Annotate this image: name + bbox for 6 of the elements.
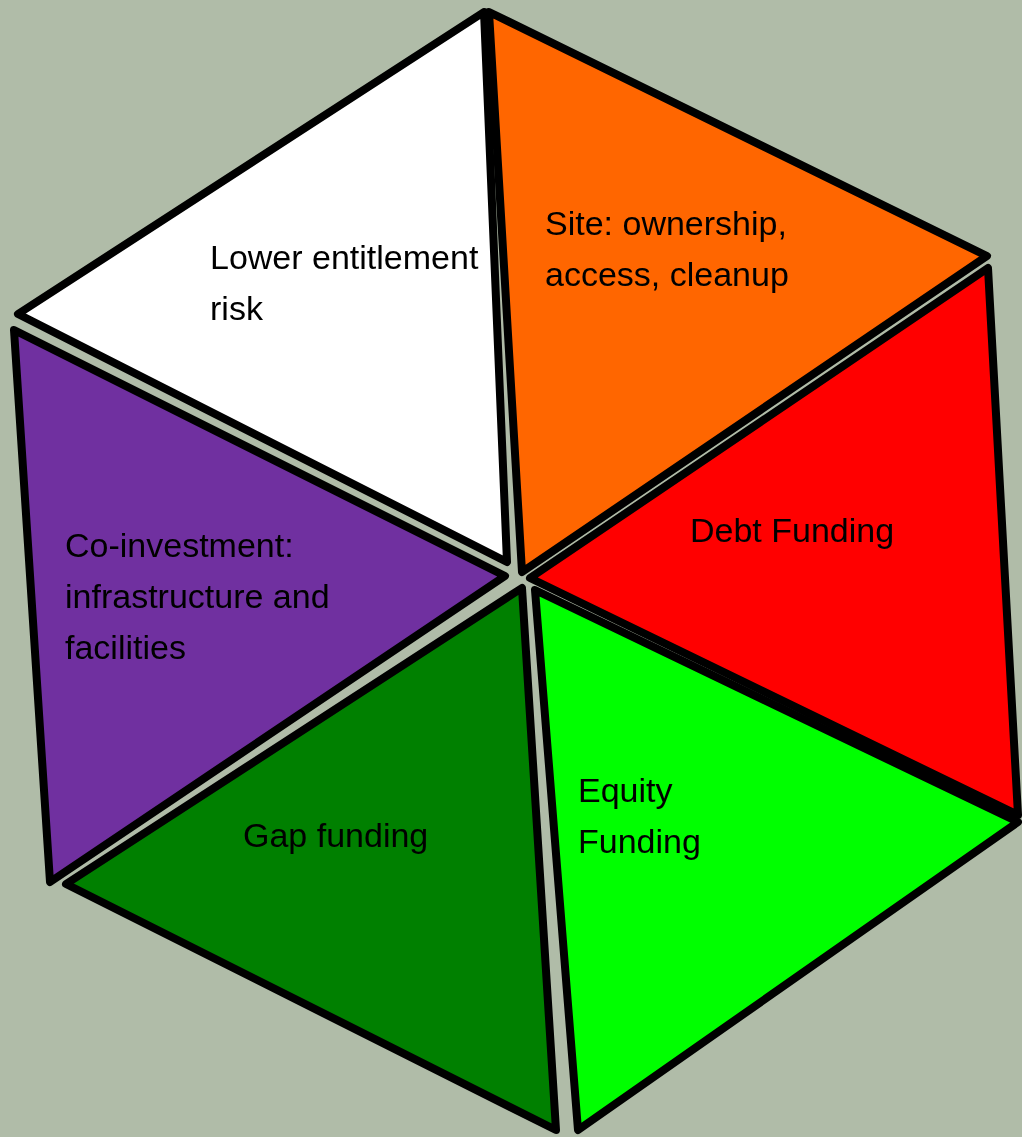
segment-label: Lower entitlement risk <box>210 237 480 329</box>
segment-label: Site: ownership, access, cleanup <box>545 203 790 295</box>
segment-label: Debt Funding <box>690 510 896 551</box>
segment-label: Co-investment: infrastructure and facilities <box>65 525 331 668</box>
segment-label: Gap funding <box>243 815 430 856</box>
segment-label: Equity Funding <box>578 770 702 862</box>
